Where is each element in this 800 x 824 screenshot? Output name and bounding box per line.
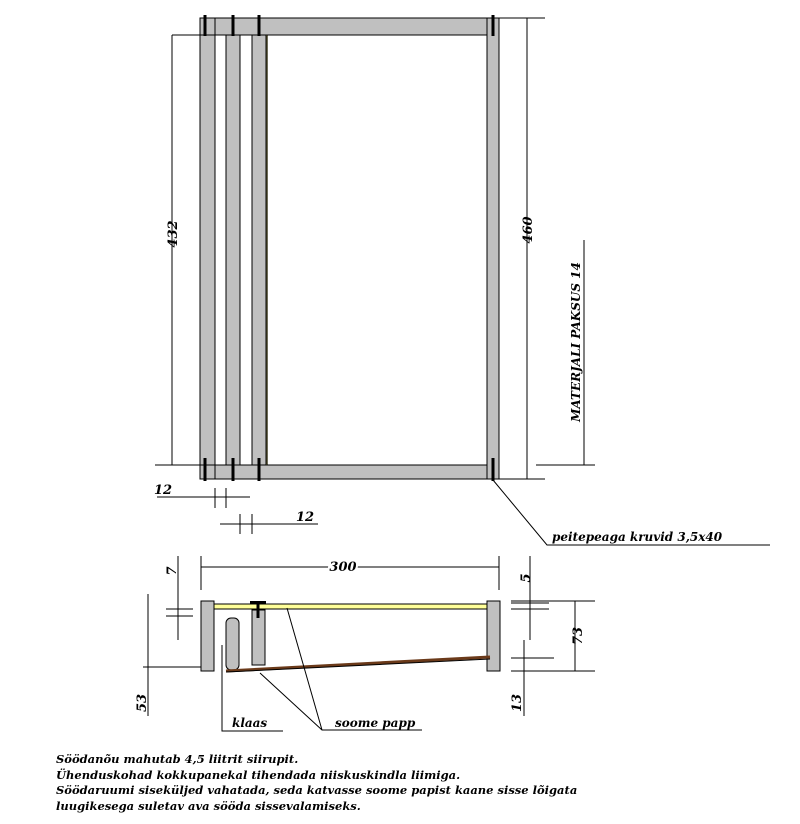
dimension-432 (155, 34, 218, 466)
frame-left-bar (199, 17, 216, 480)
section-right-wall (486, 600, 501, 672)
note-line-3: Söödaruumi siseküljed vahatada, seda kat… (56, 783, 578, 797)
cardboard-leader-lines (259, 607, 422, 731)
dimension-5 (511, 556, 549, 640)
dimension-13 (511, 640, 554, 716)
dimension-53-label: 53 (135, 694, 150, 712)
screw-markers (203, 15, 495, 481)
material-thickness-label: MATERJALI PAKSUS 14 (569, 262, 583, 423)
dimension-460-label: 460 (521, 216, 536, 243)
frame-right-bar (486, 17, 500, 480)
frame-top-bar (199, 17, 500, 36)
dimension-73 (511, 600, 595, 672)
inner-divider-2 (251, 34, 267, 466)
note-line-4: luugikesega suletav ava sööda sissevalam… (56, 798, 361, 813)
dimension-7 (166, 556, 193, 640)
dimension-5-label: 5 (519, 573, 534, 582)
cardboard-label: soome papp (335, 716, 416, 730)
dimension-300-label: 300 (329, 560, 356, 575)
dimension-7-label: 7 (165, 566, 180, 575)
dimension-73-label: 73 (571, 627, 586, 645)
section-top-cover (213, 603, 488, 610)
section-sloped-bottom (225, 655, 491, 673)
section-divider-right (251, 609, 266, 666)
dimension-300 (200, 556, 500, 590)
note-line-1: Söödanõu mahutab 4,5 liitrit siirupit. (56, 752, 299, 766)
section-sloped-bottom-edge (225, 658, 491, 673)
dimension-432-label: 432 (166, 220, 181, 247)
section-left-wall (200, 600, 215, 672)
section-divider-left (225, 617, 240, 671)
section-view: 300 7 53 5 (135, 556, 595, 732)
dimension-12-b-label: 12 (296, 510, 314, 525)
screws-leader-line (492, 479, 770, 546)
dimension-460 (497, 17, 595, 480)
note-line-2: Ühenduskohad kokkupanekal tihendada niis… (56, 767, 461, 782)
screws-note-label: peitepeaga kruvid 3,5x40 (552, 530, 723, 544)
inner-opening (266, 34, 488, 466)
front-view-frame (199, 15, 500, 481)
notes-block: Söödanõu mahutab 4,5 liitrit siirupit. Ü… (56, 752, 776, 814)
dimension-12-a (157, 488, 250, 508)
dimension-53 (143, 594, 201, 716)
glass-label: klaas (232, 716, 267, 730)
frame-bottom-bar (199, 464, 500, 480)
glass-leader-line (221, 645, 283, 732)
inner-divider-1 (225, 34, 241, 466)
dimension-13-label: 13 (510, 694, 525, 712)
dimension-12-a-label: 12 (154, 483, 172, 498)
dimension-12-b (220, 514, 318, 534)
